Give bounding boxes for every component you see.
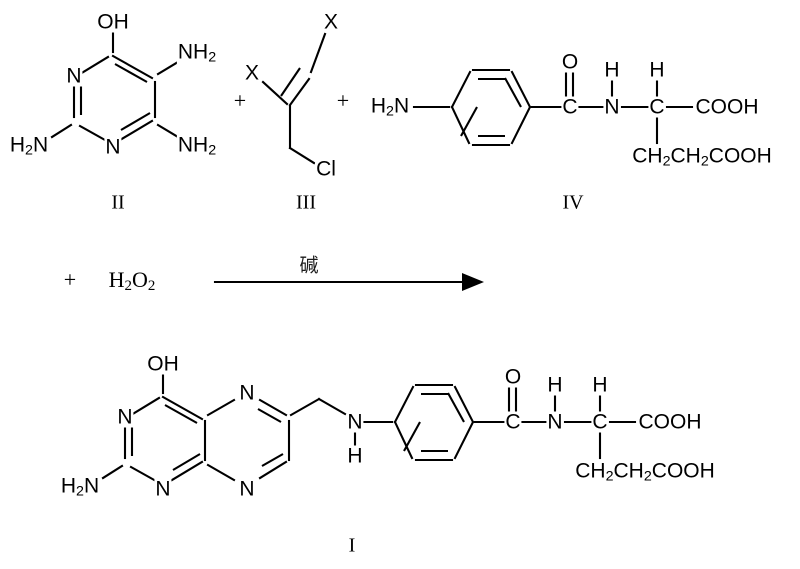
atom-label-carbonyl-o-iv: O [560, 50, 580, 74]
compound-label-iv: IV [562, 191, 584, 214]
atom-label-n1-ii: N [104, 135, 122, 159]
atom-label-carbonyl-o-i: O [503, 365, 523, 389]
atom-label-alpha-c-iv: C [648, 95, 666, 119]
peroxide-sub1: 2 [124, 278, 132, 295]
nh2-top-subscript-ii: 2 [208, 49, 217, 66]
atom-label-cl-iii: Cl [315, 157, 337, 181]
h2n-subscript-iv: 2 [386, 103, 394, 120]
plus-sign-ii-iii: + [233, 88, 247, 113]
atom-label-n5-i: N [238, 381, 256, 405]
atom-label-n3-i: N [116, 405, 134, 429]
structure-iii-skeleton [261, 32, 327, 165]
structure-i-substituent-bonds [101, 370, 394, 480]
plus-sign-peroxide: + [63, 267, 77, 292]
compound-label-i: I [348, 534, 356, 557]
atom-label-cooh-i: COOH [637, 410, 703, 434]
atom-label-n3-ii: N [65, 64, 83, 88]
side-chain-sub2-iv: 2 [700, 153, 709, 170]
structure-i-benzene [393, 383, 475, 462]
atom-label-alpha-h-iv: H [648, 58, 666, 82]
compound-label-iii: III [296, 191, 316, 214]
side-chain-sub1-i: 2 [605, 468, 614, 485]
atom-label-side-chain-iv: CH2CH2COOH [631, 144, 773, 170]
nh2-bottom-subscript-ii: 2 [208, 142, 217, 159]
structure-iv-chain-bonds [412, 70, 694, 145]
compound-label-ii: II [111, 191, 125, 214]
atom-label-bridge-n-i: N [346, 410, 364, 434]
atom-label-alpha-h-i: H [591, 373, 609, 397]
atom-label-amide-h-i: H [546, 373, 564, 397]
atom-label-oh-ii: OH [96, 10, 130, 34]
atom-label-n8-i: N [238, 477, 256, 501]
atom-label-amide-n-i: N [546, 410, 564, 434]
side-chain-sub2-i: 2 [643, 468, 652, 485]
structure-i-chain-bonds [473, 385, 637, 460]
reaction-arrow [213, 273, 484, 291]
peroxide-sub2: 2 [147, 278, 156, 295]
atom-label-h2n-iv: H2N [369, 94, 411, 120]
atom-label-amide-h-iv: H [603, 58, 621, 82]
side-chain-sub1-iv: 2 [662, 153, 671, 170]
atom-label-nh2-top-ii: NH2 [176, 40, 218, 66]
atom-label-n1-i: N [154, 477, 172, 501]
structure-i-pyrazine-ring [206, 398, 291, 482]
atom-label-x-left-iii: X [243, 61, 261, 85]
atom-label-h2n-i: H2N [59, 474, 101, 500]
atom-label-oh-i: OH [146, 352, 180, 376]
structure-ii-substituent-bonds [50, 28, 180, 139]
atom-label-side-chain-i: CH2CH2COOH [574, 459, 716, 485]
plus-sign-iii-iv: + [336, 88, 350, 113]
h2n-subscript-ii: 2 [25, 142, 33, 159]
atom-label-carbonyl-c-i: C [504, 410, 522, 434]
atom-label-cooh-iv: COOH [694, 95, 760, 119]
atom-label-amide-n-iv: N [603, 95, 621, 119]
structure-ii-ring [72, 54, 157, 142]
atom-label-bridge-h-i: H [346, 444, 364, 468]
structure-i-pyrimidine-ring [123, 395, 207, 483]
reagent-hydrogen-peroxide: H2O2 [108, 266, 156, 295]
atom-label-carbonyl-c-iv: C [561, 95, 579, 119]
structure-iv-benzene [450, 68, 532, 147]
atom-label-h2n-ii: H2N [8, 133, 50, 159]
h2n-subscript-i: 2 [76, 483, 84, 500]
arrow-condition-label: 碱 [299, 254, 319, 277]
atom-label-nh2-bottom-ii: NH2 [176, 133, 218, 159]
atom-label-alpha-c-i: C [591, 410, 609, 434]
atom-label-x-top-iii: X [322, 10, 340, 34]
